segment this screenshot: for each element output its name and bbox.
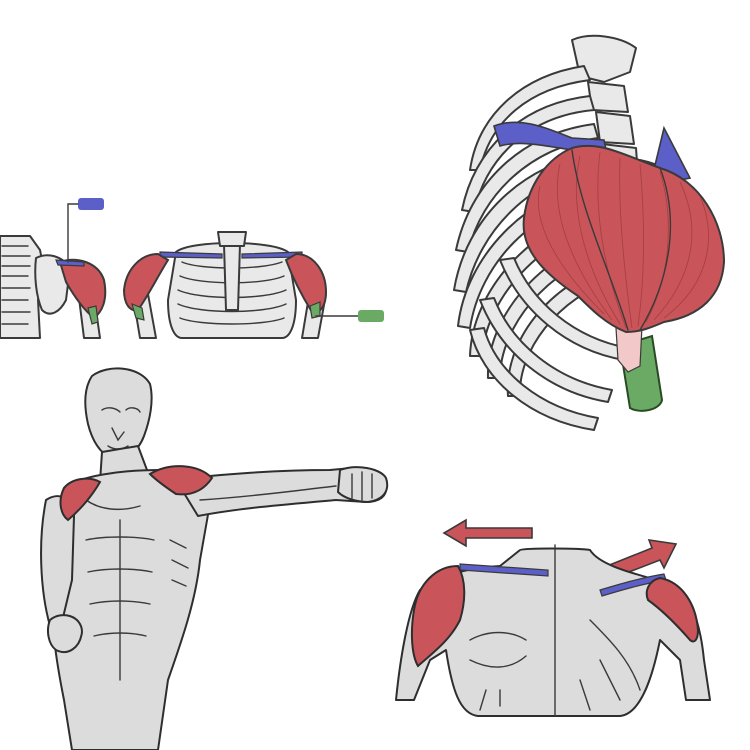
clavicle-shoulder-left xyxy=(459,563,549,577)
deltoid-back-view xyxy=(58,258,107,320)
humerus-insertion-back-view xyxy=(87,305,99,325)
deltoid-shoulder-right xyxy=(645,576,700,643)
panel-torso-arm xyxy=(40,367,389,750)
panel-skeleton-views xyxy=(0,198,384,339)
humerus-insertion-front-left xyxy=(131,302,145,321)
skeleton-front-view xyxy=(122,231,328,339)
head xyxy=(84,367,153,460)
deltoid-front-right xyxy=(284,252,328,314)
left-arrow xyxy=(442,518,533,548)
green-tag-callout xyxy=(315,310,384,322)
clavicle-back-view xyxy=(55,259,85,267)
panel-shoulders-arrows xyxy=(395,518,711,717)
panel-ribcage-deltoid xyxy=(453,34,726,431)
deltoid-large xyxy=(522,144,726,334)
deltoid-torso-left xyxy=(59,477,102,522)
blue-tag-callout xyxy=(67,198,104,263)
deltoid-torso-right xyxy=(148,465,214,496)
green-tag xyxy=(358,310,384,322)
deltoid-front-left xyxy=(122,252,170,312)
skeleton-back-view xyxy=(0,235,107,339)
deltoid-shoulder-left xyxy=(410,564,466,668)
clavicle-large xyxy=(493,121,607,151)
blue-tag xyxy=(78,198,104,210)
